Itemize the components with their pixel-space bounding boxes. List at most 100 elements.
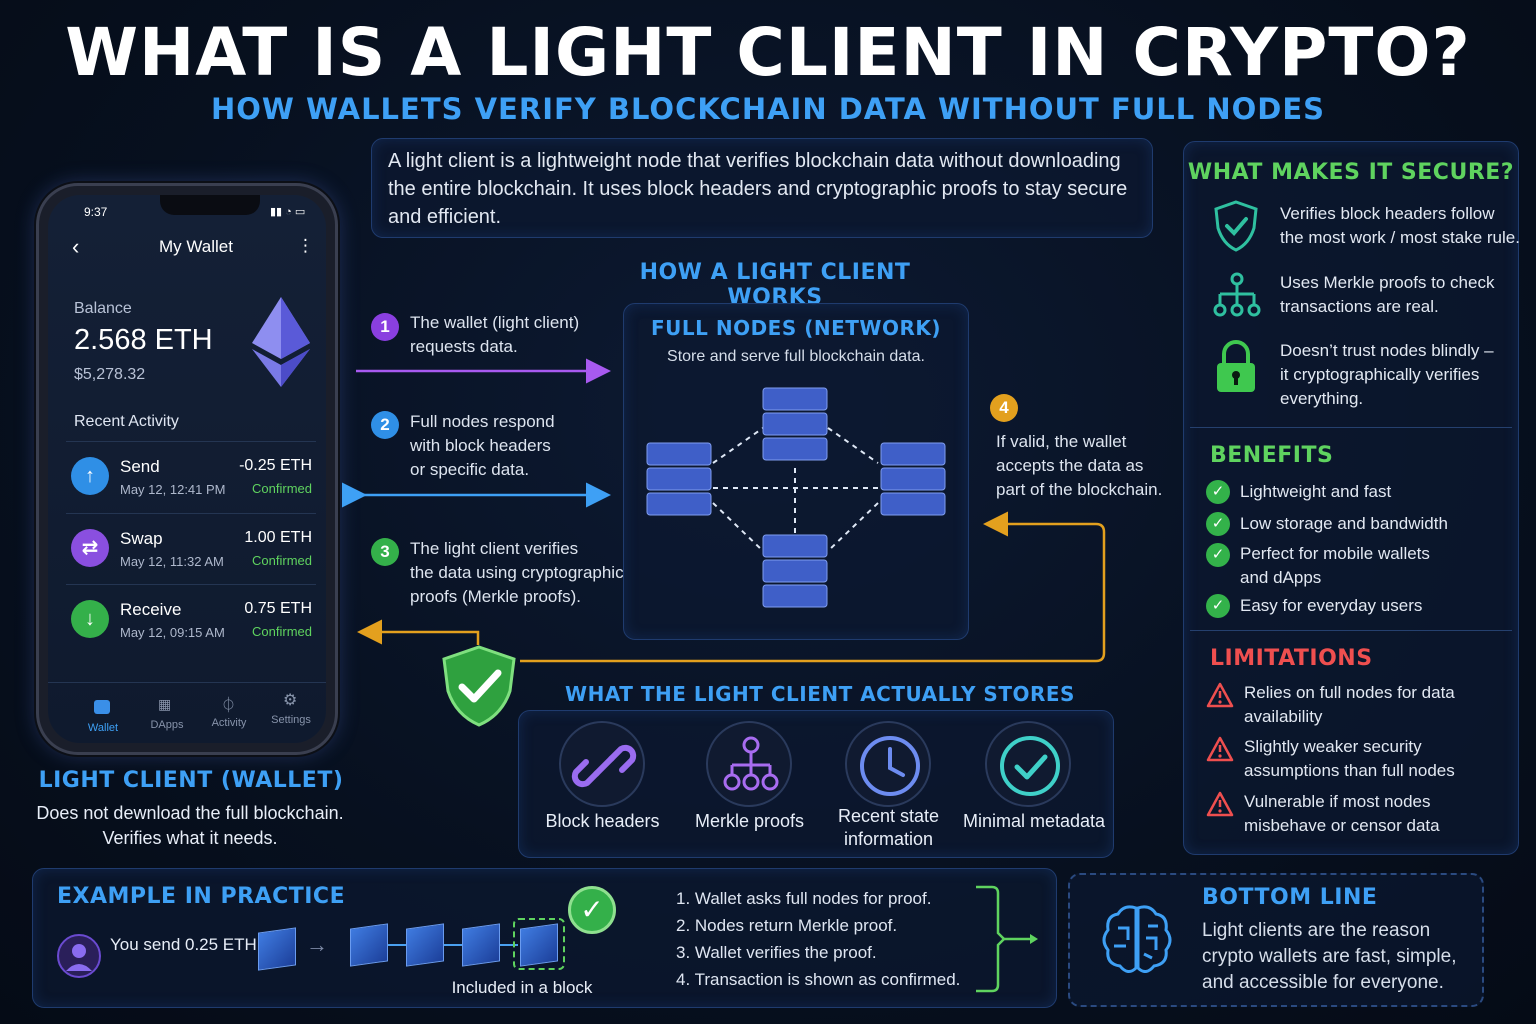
secure-3-line-3: everything. bbox=[1280, 389, 1364, 408]
intro-panel: A light client is a lightweight node tha… bbox=[371, 138, 1153, 238]
merkle-tree-icon bbox=[1213, 272, 1261, 317]
step-3-line-3: proofs (Merkle proofs). bbox=[410, 587, 581, 606]
check-icon-1: ✓ bbox=[1206, 480, 1230, 504]
activity-date: May 12, 09:15 AM bbox=[120, 625, 225, 640]
step-2-line-1: Full nodes respond bbox=[410, 412, 555, 431]
main-title: WHAT IS A LIGHT CLIENT IN CRYPTO? bbox=[65, 14, 1471, 91]
store-label-3: Recent state information bbox=[816, 805, 961, 851]
warning-icon-1 bbox=[1206, 682, 1234, 708]
step-2-line-3: or specific data. bbox=[410, 460, 530, 479]
node-network-graphic bbox=[646, 387, 946, 608]
block-cube-1 bbox=[350, 923, 388, 967]
block-cube-4 bbox=[520, 923, 558, 967]
step-4-line-1: If valid, the wallet bbox=[996, 432, 1127, 451]
store-label-2: Merkle proofs bbox=[677, 810, 822, 833]
balance-usd: $5,278.32 bbox=[74, 366, 146, 383]
step-3-number: 3 bbox=[371, 538, 399, 566]
stores-heading: WHAT THE LIGHT CLIENT ACTUALLY STORES bbox=[565, 682, 1075, 706]
example-step-2: 2. Nodes return Merkle proof. bbox=[676, 916, 898, 935]
step-1-number: 1 bbox=[371, 313, 399, 341]
balance-value: 2.568 ETH bbox=[74, 324, 213, 356]
nav-settings[interactable]: Settings bbox=[271, 714, 311, 726]
phone-notch bbox=[160, 195, 260, 215]
more-icon[interactable]: ⋮ bbox=[297, 236, 314, 255]
divider-2 bbox=[1190, 630, 1512, 631]
check-icon-4: ✓ bbox=[1206, 594, 1230, 618]
light-client-line-1: Does not dewnload the full blockchain. bbox=[36, 803, 344, 823]
example-heading: EXAMPLE IN PRACTICE bbox=[57, 884, 346, 909]
limitation-3-line-2: misbehave or censor data bbox=[1244, 816, 1440, 835]
activity-row[interactable] bbox=[66, 441, 316, 511]
step-3-line-2: the data using cryptographic bbox=[410, 563, 624, 582]
intro-line-3: and efficient. bbox=[388, 206, 502, 228]
limitation-2-line-1: Slightly weaker security bbox=[1244, 737, 1422, 756]
activity-title: Receive bbox=[120, 600, 182, 619]
activity-date: May 12, 12:41 PM bbox=[120, 482, 226, 497]
secure-1-line-2: the most work / most stake rule. bbox=[1280, 228, 1520, 247]
light-client-heading: LIGHT CLIENT (WALLET) bbox=[38, 768, 344, 793]
block-check-icon: ✓ bbox=[568, 886, 616, 934]
activity-row[interactable] bbox=[66, 584, 316, 654]
store-3-line-1: Recent state bbox=[837, 806, 940, 826]
store-4-line-1: Minimal metadata bbox=[962, 811, 1106, 831]
server-stack-icons bbox=[646, 387, 946, 608]
activity-status: Confirmed bbox=[252, 481, 312, 496]
minimal-metadata-check-icon bbox=[985, 721, 1071, 807]
store-1-line-1: Block headers bbox=[545, 811, 660, 831]
nav-wallet-icon[interactable] bbox=[94, 700, 110, 714]
nav-wallet[interactable]: Wallet bbox=[87, 722, 119, 734]
intro-line-2: the entire blockchain. It uses block hea… bbox=[388, 178, 1128, 200]
divider-1 bbox=[1190, 427, 1512, 428]
nav-settings-icon[interactable]: ⚙ bbox=[283, 692, 298, 709]
limitation-2-line-2: assumptions than full nodes bbox=[1244, 761, 1455, 780]
bracket-arrow bbox=[976, 885, 1038, 993]
verified-shield-icon bbox=[442, 645, 516, 727]
verify-arrow bbox=[357, 619, 480, 645]
secure-2-line-1: Uses Merkle proofs to check bbox=[1280, 273, 1495, 292]
benefit-2: Low storage and bandwidth bbox=[1240, 514, 1448, 533]
transaction-cube bbox=[258, 927, 296, 971]
arrow-up-icon: ↑ bbox=[71, 457, 109, 495]
step-2-number: 2 bbox=[371, 411, 399, 439]
recent-state-clock-icon bbox=[845, 721, 931, 807]
benefit-4: Easy for everyday users bbox=[1240, 596, 1423, 615]
example-steps: 1. Wallet asks full nodes for proof. 2. … bbox=[676, 885, 960, 993]
nav-dapps-icon[interactable]: ▦ bbox=[158, 696, 172, 712]
activity-title: Swap bbox=[120, 529, 163, 548]
block-headers-icon bbox=[559, 721, 645, 807]
benefits-heading: BENEFITS bbox=[1210, 443, 1334, 468]
limitation-1: Relies on full nodes for data availabili… bbox=[1244, 681, 1455, 729]
nav-activity-icon[interactable]: ⏀ bbox=[221, 697, 237, 714]
how-heading: HOW A LIGHT CLIENT WORKS bbox=[639, 260, 911, 310]
activity-row[interactable] bbox=[66, 513, 316, 583]
highlighted-block-frame bbox=[513, 918, 565, 970]
accept-arrow bbox=[520, 511, 1106, 663]
ethereum-icon bbox=[252, 297, 310, 387]
secure-2-line-2: transactions are real. bbox=[1280, 297, 1439, 316]
warning-icon-3 bbox=[1206, 791, 1234, 817]
arrow-down-icon: ↓ bbox=[71, 600, 109, 638]
limitation-2: Slightly weaker security assumptions tha… bbox=[1244, 735, 1455, 783]
nav-activity[interactable]: Activity bbox=[211, 717, 247, 729]
store-3-line-2: information bbox=[843, 829, 934, 849]
status-icons: ▮▮ ◔ ▭ bbox=[270, 206, 306, 218]
secure-heading: WHAT MAKES IT SECURE? bbox=[1187, 160, 1515, 185]
secure-3-line-1: Doesn’t trust nodes blindly – bbox=[1280, 341, 1494, 360]
block-cube-2 bbox=[406, 923, 444, 967]
step-2-line-2: with block headers bbox=[410, 436, 551, 455]
recent-activity-label: Recent Activity bbox=[74, 413, 179, 430]
activity-status: Confirmed bbox=[252, 624, 312, 639]
example-step-4: 4. Transaction is shown as confirmed. bbox=[676, 970, 961, 989]
chain-link-2 bbox=[444, 944, 462, 946]
activity-title: Send bbox=[120, 457, 160, 476]
brain-icon bbox=[1102, 905, 1172, 973]
nav-dapps[interactable]: DApps bbox=[150, 719, 184, 731]
back-icon[interactable]: ‹ bbox=[72, 234, 80, 259]
balance-label: Balance bbox=[74, 300, 132, 317]
secure-1-line-1: Verifies block headers follow bbox=[1280, 204, 1495, 223]
merkle-proofs-icon bbox=[706, 721, 792, 807]
activity-amount: 0.75 ETH bbox=[244, 600, 312, 617]
user-avatar-icon bbox=[57, 934, 101, 978]
benefit-3-line-2: and dApps bbox=[1240, 568, 1322, 587]
